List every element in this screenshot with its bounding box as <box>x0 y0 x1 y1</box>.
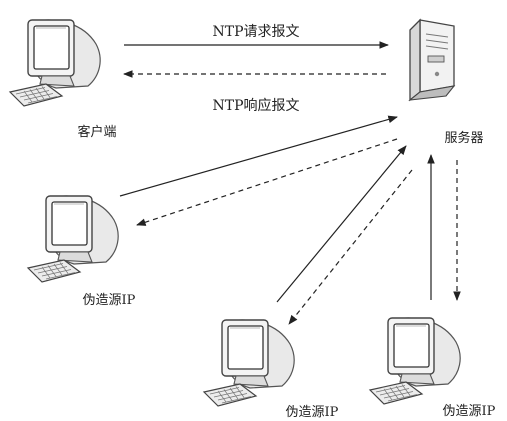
server-icon <box>409 19 455 101</box>
spoof1-request-arrow <box>119 115 398 197</box>
spoof2-request-arrow <box>276 145 407 303</box>
spoof-computer-1-icon <box>27 195 119 283</box>
spoof3-label: 伪造源IP <box>443 404 496 419</box>
client-computer-icon <box>9 19 101 107</box>
request-label: NTP请求报文 <box>212 24 299 40</box>
spoof-computer-2-icon <box>203 319 295 407</box>
response-label: NTP响应报文 <box>212 97 299 114</box>
spoof1-label: 伪造源IP <box>83 293 136 308</box>
spoof1-response-arrow <box>136 138 398 226</box>
spoof-computer-3-icon <box>369 317 461 405</box>
spoof2-label: 伪造源IP <box>286 405 339 420</box>
spoof2-response-arrow <box>288 169 413 325</box>
client-label: 客户端 <box>77 124 116 140</box>
server-label: 服务器 <box>444 130 483 146</box>
